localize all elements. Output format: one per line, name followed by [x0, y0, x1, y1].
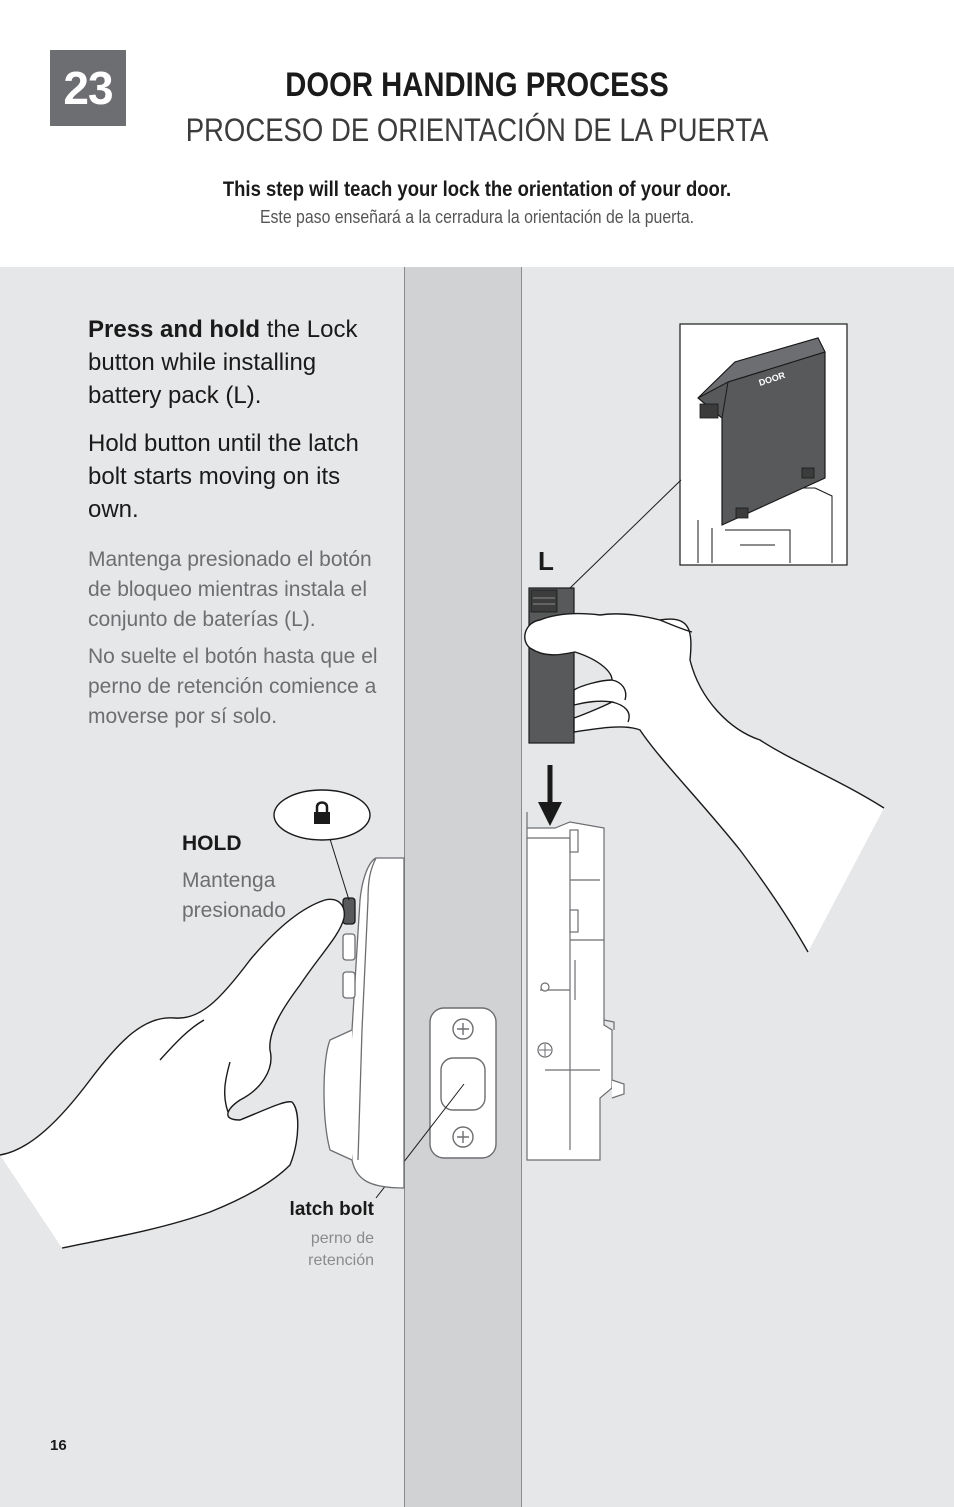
instruction-en-2: Hold button until the latch bolt starts … [88, 430, 359, 523]
hold-label: HOLD [182, 832, 242, 855]
instruction-es-1: Mantenga presionado el botón de bloqueo … [88, 548, 372, 631]
left-hand [0, 898, 345, 1249]
arrow-down-icon [538, 765, 562, 826]
step-number-badge: 23 [50, 50, 126, 126]
right-hand [524, 612, 885, 953]
battery-pack [528, 587, 575, 744]
intro-text-es: Este paso enseñará a la cerradura la ori… [259, 207, 695, 227]
instruction-en-1: Press and hold the Lock button while ins… [88, 313, 388, 412]
page-subtitle-es: PROCESO DE ORIENTACIÓN DE LA PUERTA [185, 112, 769, 148]
battery-inset: DOOR [679, 323, 848, 566]
strike-plate [429, 1007, 497, 1159]
page-number: 16 [50, 1437, 67, 1454]
instruction-es-2: No suelte el botón hasta que el perno de… [88, 645, 378, 728]
battery-pack-letter: L [538, 546, 554, 576]
lock-button-callout [273, 789, 371, 901]
intro-text-en: This step will teach your lock the orien… [222, 178, 732, 201]
latch-bolt-label-es: perno de retención [308, 1230, 374, 1269]
instruction-en-1-bold: Press and hold [88, 316, 261, 343]
keypad-housing [323, 857, 405, 1189]
latch-bolt-label: latch bolt [289, 1199, 374, 1220]
page-title: DOOR HANDING PROCESS [285, 66, 669, 104]
instruction-en-1-rest: the Lock button while installing battery… [88, 316, 358, 409]
lock-chassis [526, 812, 625, 1161]
lock-icon [314, 801, 330, 824]
hold-label-es: Mantenga presionado [182, 869, 286, 922]
